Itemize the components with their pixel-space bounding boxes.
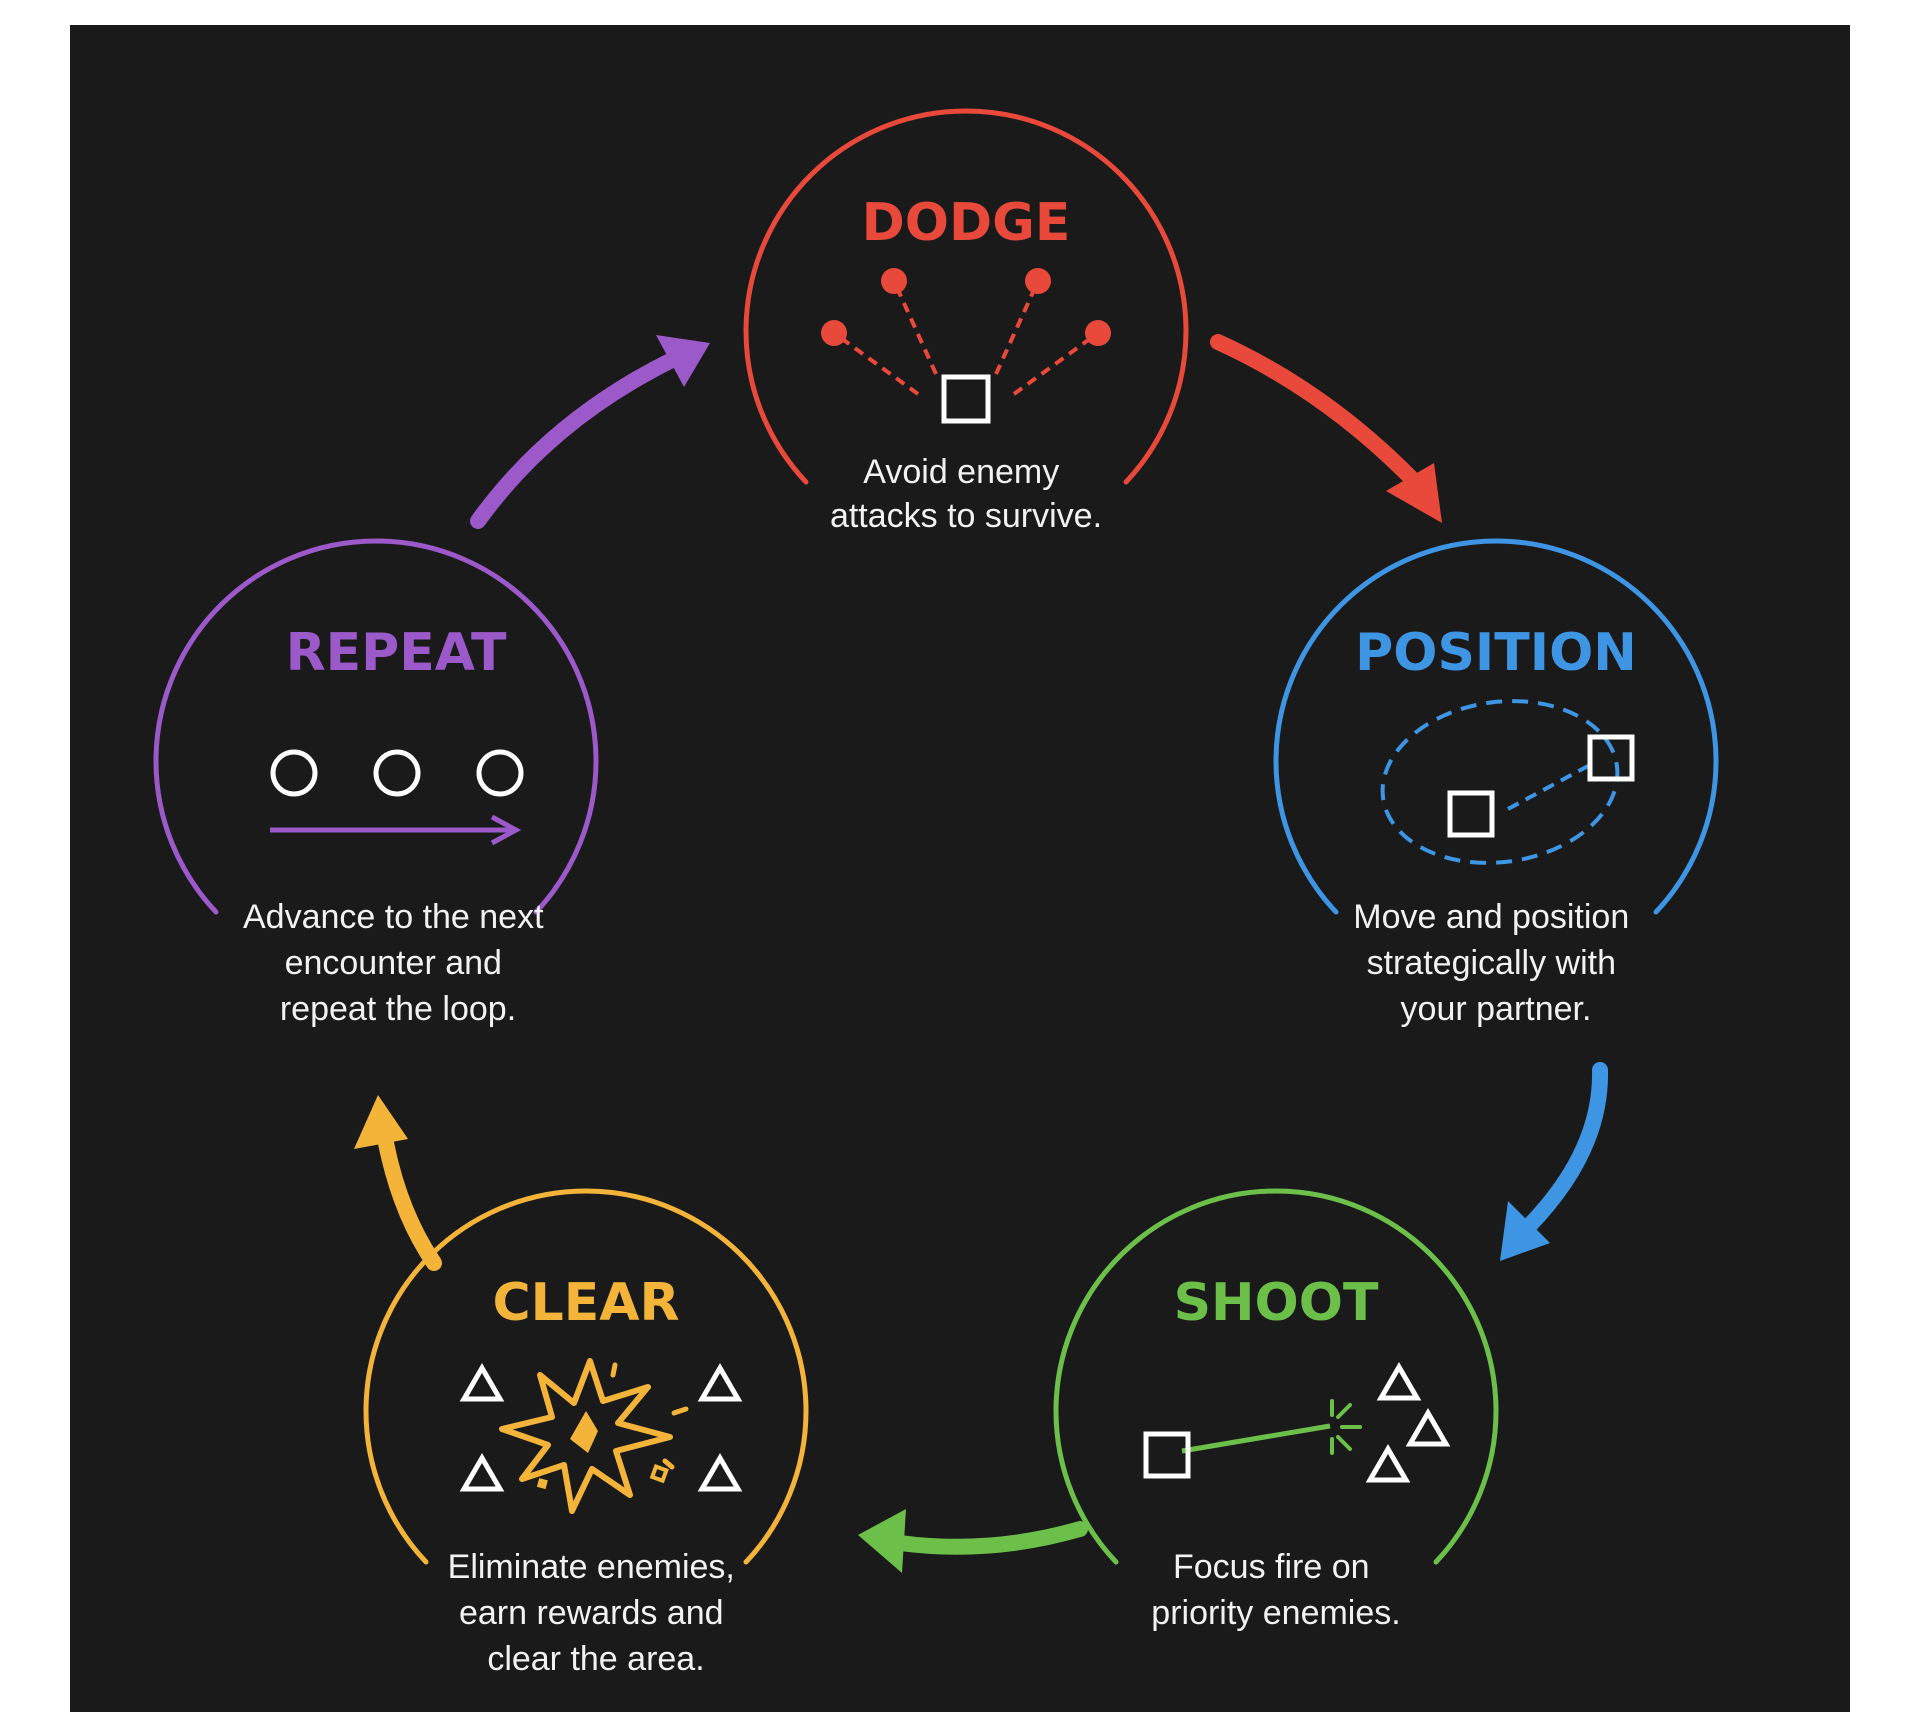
two-squares-dashed-orbit-icon (1380, 699, 1635, 865)
arrow-shoot-to-clear (858, 1509, 1088, 1573)
arrow-repeat-to-dodge (470, 335, 710, 529)
step-shoot: SHOOT Focus fire on priority enemies. (1053, 1188, 1499, 1632)
clear-title: CLEAR (492, 1273, 679, 1333)
dodge-description: Avoid enemy attacks to survive. (830, 453, 1102, 535)
clear-ring (363, 1188, 809, 1565)
square-firing-at-triangles-icon (1143, 1362, 1451, 1483)
explosion-among-triangles-icon (459, 1358, 743, 1514)
position-description: Move and position strategically with you… (1353, 898, 1638, 1028)
step-repeat: REPEAT Advance to the next encounter and… (153, 538, 599, 1028)
step-dodge: DODGE Avoid enemy attacks to survive. (743, 108, 1189, 535)
shoot-description: Focus fire on priority enemies. (1151, 1548, 1400, 1632)
clear-description: Eliminate enemies, earn rewards and clea… (448, 1548, 745, 1678)
position-ring (1273, 538, 1719, 915)
dodge-ring (743, 108, 1189, 485)
dodge-title: DODGE (862, 193, 1071, 253)
step-clear: CLEAR Eliminate enemies, earn rewards an… (363, 1188, 809, 1678)
repeat-title: REPEAT (286, 623, 507, 683)
square-with-incoming-dashed-attacks-icon (821, 268, 1111, 424)
step-position: POSITION Move and position strategically… (1273, 538, 1719, 1028)
arrow-dodge-to-position (1210, 334, 1442, 523)
shoot-ring (1053, 1188, 1499, 1565)
repeat-description: Advance to the next encounter and repeat… (243, 898, 553, 1028)
shoot-title: SHOOT (1174, 1273, 1379, 1333)
gameplay-loop-diagram: DODGE Avoid enemy attacks to survive. PO… (153, 108, 1719, 1678)
repeat-ring (153, 538, 599, 915)
position-title: POSITION (1355, 623, 1637, 683)
arrow-position-to-shoot (1500, 1062, 1609, 1261)
arrow-clear-to-repeat (354, 1095, 442, 1271)
three-circles-arrow-icon (270, 749, 524, 846)
loop-diagram-panel: DODGE Avoid enemy attacks to survive. PO… (70, 25, 1850, 1712)
